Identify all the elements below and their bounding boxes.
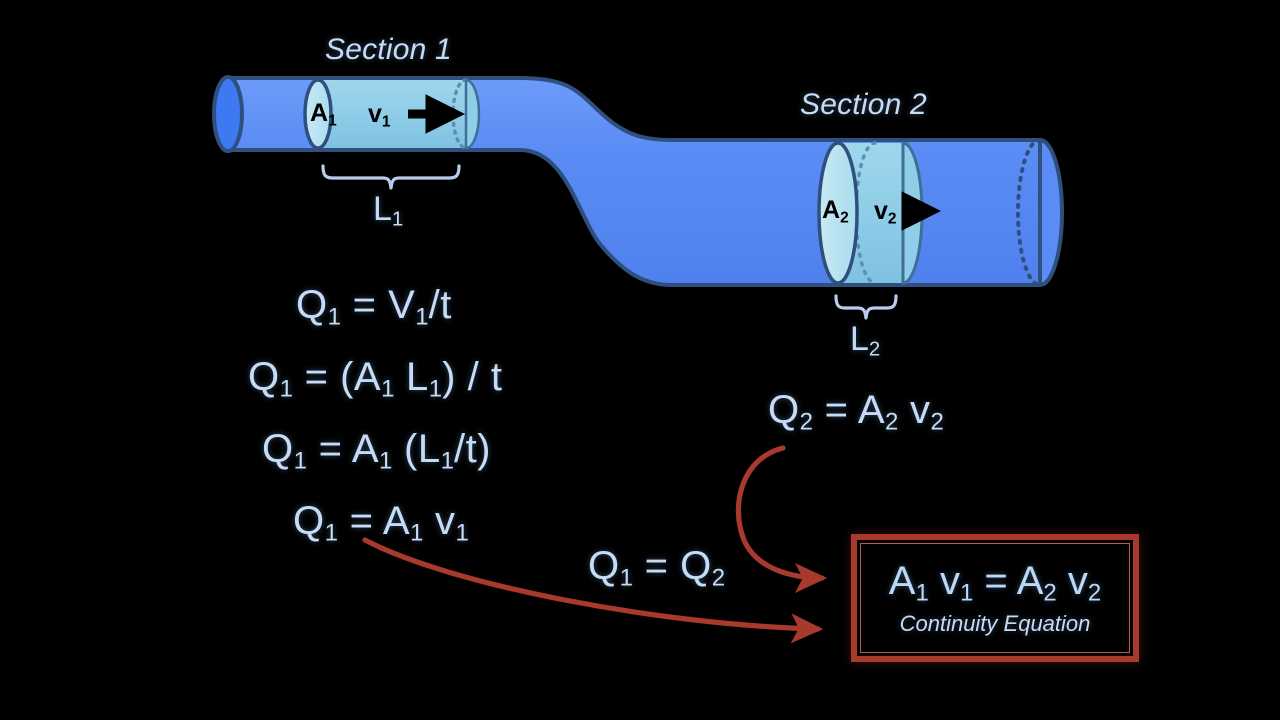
equation-row-3: Q1 = A1 (L1/t) (262, 427, 491, 475)
section2-velocity-label: v2 (874, 197, 897, 228)
equation-q1-equals-q2: Q1 = Q2 (588, 544, 726, 592)
section1-slice-right-cap (464, 78, 481, 150)
pipe-right-back-edge (1016, 138, 1042, 287)
equation-q2: Q2 = A2 v2 (768, 388, 944, 436)
result-box: A1 v1 = A2 v2 Continuity Equation (851, 534, 1139, 662)
pipe-left-cap (212, 75, 244, 153)
equation-row-4: Q1 = A1 v1 (293, 499, 469, 547)
section2-area-label: A2 (822, 196, 849, 227)
section1-length-label: L1 (373, 190, 404, 231)
long-arrow-from-q1 (362, 537, 824, 644)
section1-area-label: A1 (310, 99, 337, 130)
section2-area-sub: 2 (840, 209, 849, 227)
section1-length-sub: 1 (391, 208, 404, 231)
section1-velocity-label: v1 (368, 100, 391, 131)
section1-area-disc (303, 78, 333, 150)
section2-length-label: L2 (850, 320, 881, 361)
result-box-inner-border: A1 v1 = A2 v2 Continuity Equation (860, 543, 1130, 653)
pipe-right-cap (1038, 137, 1064, 288)
section2-length-sub: 2 (868, 338, 881, 361)
section1-slice-group (303, 78, 481, 150)
section2-slice-group (817, 141, 941, 285)
section2-length-brace (834, 294, 898, 320)
section1-title: Section 1 (325, 33, 452, 66)
section1-area-sub: 1 (328, 112, 337, 130)
section1-velocity-sub: 1 (381, 113, 391, 131)
section2-area-disc (817, 141, 859, 285)
equation-row-2: Q1 = (A1 L1) / t (248, 355, 503, 403)
section1-length-brace (321, 164, 461, 190)
continuity-equation-caption: Continuity Equation (899, 611, 1091, 637)
equation-row-1: Q1 = V1/t (296, 283, 452, 331)
continuity-equation-formula: A1 v1 = A2 v2 (888, 558, 1102, 607)
section2-title: Section 2 (800, 88, 927, 121)
curved-arrow-from-q2 (735, 445, 828, 594)
section2-velocity-sub: 2 (887, 210, 897, 228)
